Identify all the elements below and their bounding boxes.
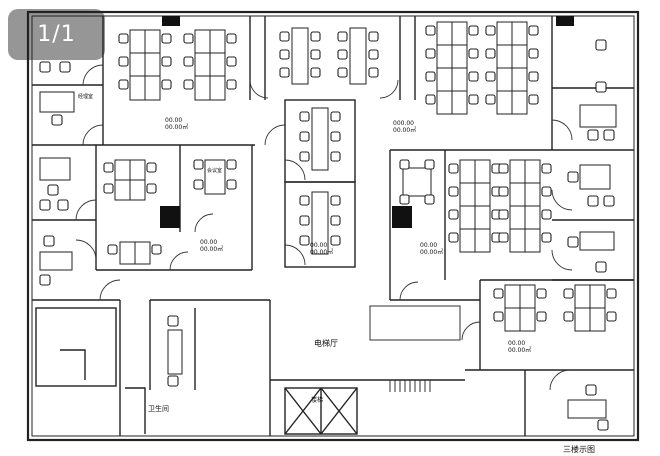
area-label-7: 00.00 xyxy=(310,242,327,249)
area-label-9: 00.00 xyxy=(420,242,437,249)
stair-label: 楼梯 xyxy=(311,396,323,404)
area-label-2: 00.00㎡ xyxy=(165,123,188,131)
floor-plan-title: 三楼示图 xyxy=(563,444,595,454)
meeting-room-label: 会议室 xyxy=(207,167,222,174)
area-label-8: 00.00㎡ xyxy=(310,248,333,256)
manager-office-label: 经理室 xyxy=(78,93,93,100)
elevator-hall-label: 电梯厅 xyxy=(314,338,338,348)
restroom-label: 卫生间 xyxy=(148,404,169,413)
structural-columns xyxy=(160,16,574,228)
workstation-desks xyxy=(39,21,617,419)
page-indicator[interactable]: 1/1 xyxy=(8,9,105,60)
area-label-1: 00.00 xyxy=(165,117,182,124)
area-label-6: 00.00㎡ xyxy=(200,245,223,253)
area-label-10: 00.00㎡ xyxy=(420,248,443,256)
stair-right xyxy=(369,305,461,392)
area-label-4: 00.00㎡ xyxy=(393,126,416,134)
area-label-5: 00.00 xyxy=(200,239,217,246)
chairs xyxy=(39,25,617,431)
area-label-11: 00.00 xyxy=(508,340,525,347)
area-label-12: 00.00㎡ xyxy=(508,346,531,354)
outer-walls xyxy=(26,10,640,442)
area-labels: 00.00 00.00㎡ 000.00 00.00㎡ 00.00 00.00㎡ … xyxy=(165,117,531,354)
interior-walls xyxy=(32,16,634,436)
area-label-3: 000.00 xyxy=(393,120,414,127)
doors xyxy=(75,64,573,391)
